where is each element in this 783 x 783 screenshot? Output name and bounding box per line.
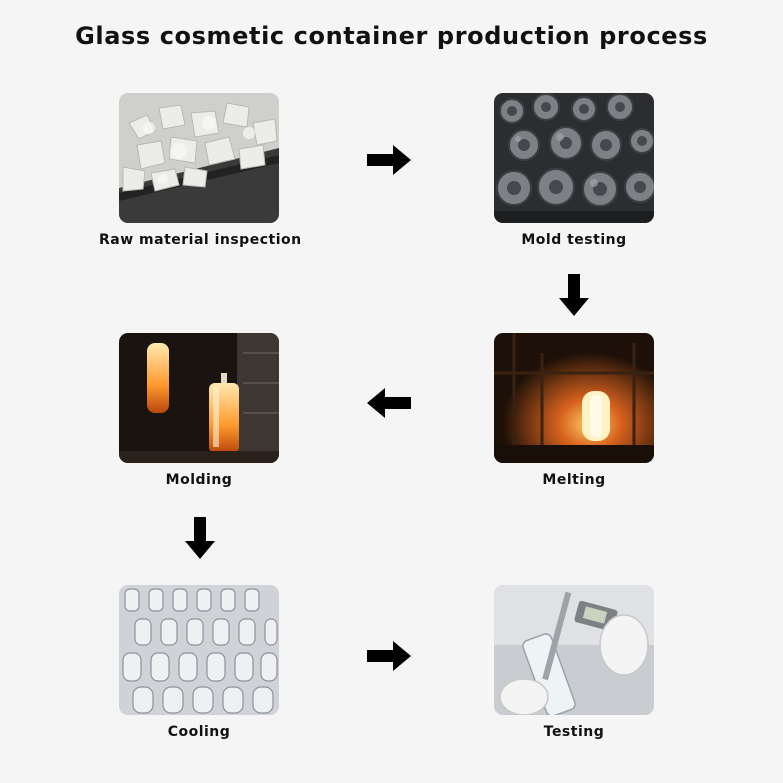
arrow-down-icon [559,274,589,316]
raw-material-photo [119,93,279,223]
arrow-left-icon [367,388,411,418]
step-label: Mold testing [521,232,627,248]
step-label: Melting [542,472,606,488]
mold-photo [494,93,654,223]
step-label: Cooling [167,724,231,740]
step-mold-testing: Mold testing [474,93,674,248]
step-label: Molding [165,472,233,488]
melting-photo [494,333,654,463]
step-label: Raw material inspection [99,232,302,248]
step-melting: Melting [474,333,674,488]
arrow-down-icon [185,517,215,559]
page-title: Glass cosmetic container production proc… [75,22,708,50]
arrow-right-icon [367,145,411,175]
step-raw-material-inspection: Raw material inspection [99,93,302,248]
arrow-right-icon [367,641,411,671]
cooling-photo [119,585,279,715]
step-testing: Testing [474,585,674,740]
step-label: Testing [543,724,605,740]
step-cooling: Cooling [99,585,299,740]
step-molding: Molding [99,333,299,488]
testing-photo [494,585,654,715]
molding-photo [119,333,279,463]
